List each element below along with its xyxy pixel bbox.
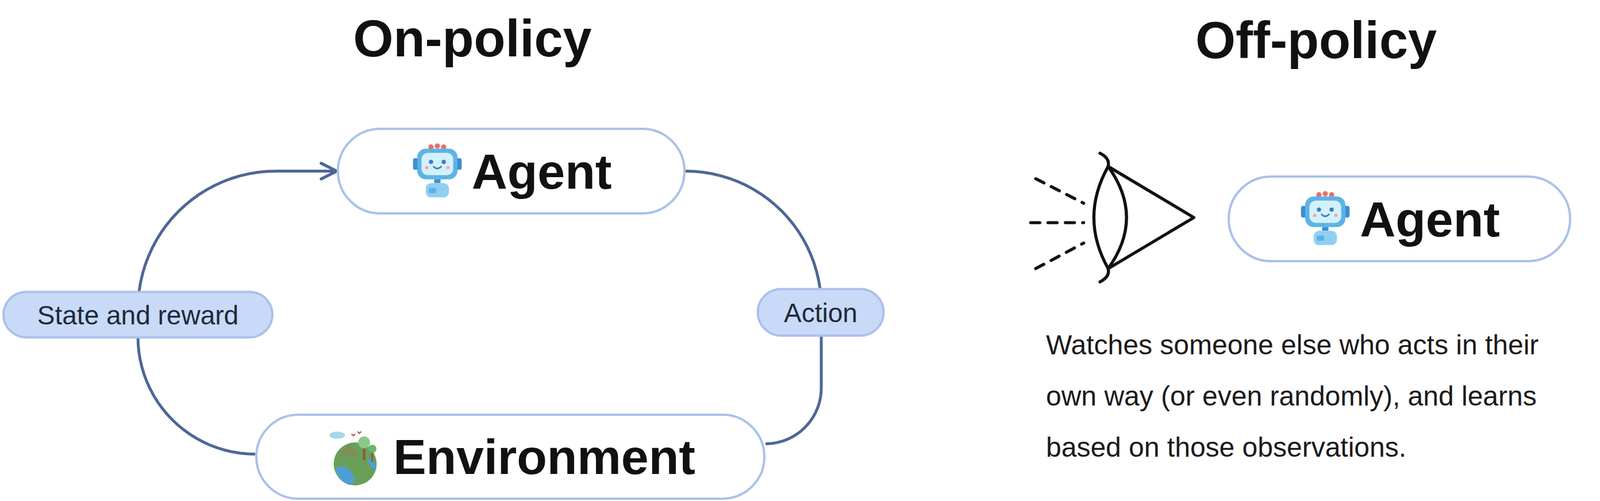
section-heading: On-policy — [352, 12, 592, 65]
eye-cornea — [1093, 166, 1109, 269]
edge-label-pill: Action — [756, 287, 886, 337]
section-heading: Off-policy — [1195, 14, 1437, 67]
robot-icon — [410, 139, 464, 203]
sight-ray — [1035, 178, 1084, 204]
eye-hook — [1100, 152, 1109, 167]
eye-lids — [1108, 166, 1194, 269]
eye-symbol — [1030, 152, 1194, 282]
sight-ray — [1030, 220, 1084, 224]
agent-pill-box: Agent — [1227, 175, 1572, 263]
sight-ray — [1035, 243, 1084, 269]
eye-lens — [1108, 166, 1127, 269]
node-label: Agent — [471, 146, 613, 196]
earth-icon — [325, 426, 386, 487]
description-text: Watches someone else who acts in their o… — [1045, 318, 1581, 473]
eye-hook — [1100, 268, 1109, 282]
edge-label-pill: State and reward — [2, 290, 274, 339]
agent-pill-box: Environment — [255, 413, 766, 500]
robot-icon — [1298, 187, 1352, 251]
node-label: Agent — [1359, 194, 1500, 244]
agent-pill-box: Agent — [336, 127, 686, 215]
node-label: Environment — [393, 431, 696, 482]
